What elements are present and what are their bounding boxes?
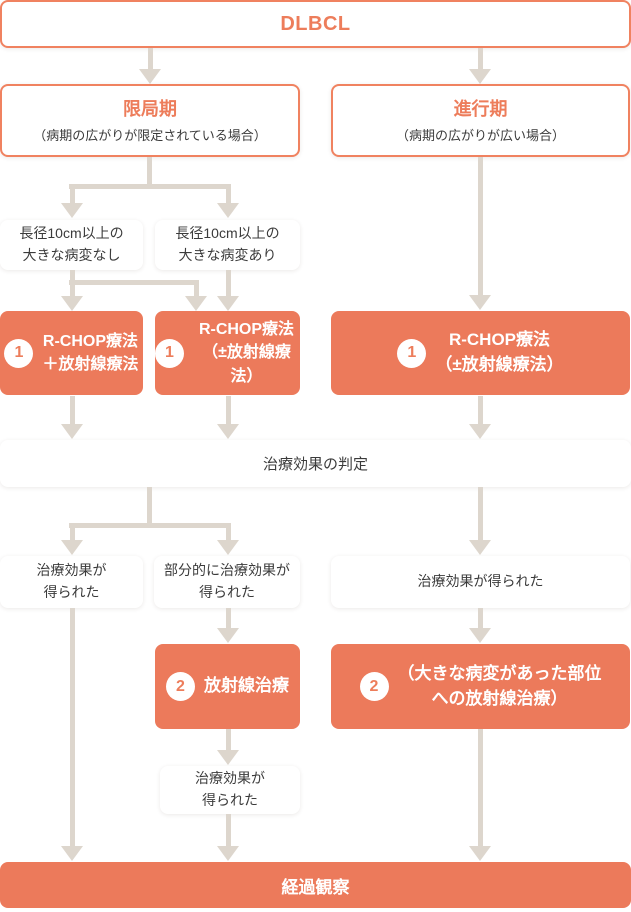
result-partial-line2: 得られた [199, 584, 255, 600]
step1-rchop-plus-rt-box: 1 R-CHOP療法 ＋放射線療法 [0, 311, 143, 395]
lesion-no-bulky-box: 長径10cm以上の 大きな病変なし [0, 220, 143, 270]
arrow-response-adv-to-rt [469, 608, 491, 643]
connector-eval-stem [147, 487, 152, 528]
arrow-no-bulky-to-rchop-rt [61, 270, 83, 311]
arrow-partial-to-rt [217, 608, 239, 643]
arrow-rt-bulky-to-followup [469, 729, 491, 861]
step1-advanced-rchop-box: 1 R-CHOP療法 （±放射線療法） [331, 311, 630, 395]
connector-localized-stem [147, 157, 152, 187]
stage-advanced-box: 進行期 （病期の広がりが広い場合） [331, 84, 630, 157]
step2-right-line2: への放射線治療） [431, 688, 568, 708]
arrow-response-to-followup [61, 608, 83, 861]
stage-localized-title: 限局期 [123, 98, 177, 119]
result-after-rt-line1: 治療効果が [195, 770, 265, 787]
connector-no-bulky-branch [69, 280, 199, 285]
lesion-no-bulky-line2: 大きな病変なし [22, 247, 121, 263]
result-response-advanced-box: 治療効果が得られた [331, 556, 630, 608]
step1-left-line1: R-CHOP療法 [42, 332, 139, 350]
arrow-rchop1-to-eval [61, 396, 83, 439]
step2-rt-bulky-site-box: 2 （大きな病変があった部位 への放射線治療） [331, 644, 630, 729]
evaluation-box: 治療効果の判定 [0, 440, 631, 487]
step2-badge: 2 [359, 672, 389, 701]
arrow-eval-to-response-adv [469, 487, 491, 555]
step1-mid-line2: （±放射線療法） [202, 344, 291, 385]
arrow-branch-to-rchop-pm [185, 283, 207, 311]
stage-advanced-title: 進行期 [453, 98, 508, 119]
followup-label: 経過観察 [281, 877, 350, 897]
lesion-bulky-line1: 長径10cm以上の [175, 225, 280, 242]
result-response-line2: 得られた [43, 584, 100, 600]
step1-left-line2: ＋放射線療法 [42, 356, 139, 373]
arrow-rchop3-to-eval [469, 396, 491, 439]
dlbcl-box: DLBCL [0, 0, 631, 48]
lesion-bulky-line2: 大きな病変あり [178, 247, 277, 263]
arrow-eval-to-partial [217, 523, 239, 555]
result-response-advanced-label: 治療効果が得られた [417, 573, 544, 590]
step1-mid-line1: R-CHOP療法 [198, 321, 295, 339]
arrow-bulky-to-rchop-pm [217, 270, 239, 311]
arrow-advanced-to-rchop [469, 157, 491, 310]
result-after-rt-line2: 得られた [202, 792, 258, 808]
arrow-dlbcl-to-localized [139, 48, 161, 84]
arrow-to-bulky [217, 184, 239, 218]
step1-right-line2: （±放射線療法） [435, 355, 564, 374]
arrow-eval-to-response [61, 523, 83, 555]
result-partial-line1: 部分的に治療効果が [164, 562, 290, 579]
step2-badge: 2 [166, 672, 195, 701]
lesion-no-bulky-line1: 長径10cm以上の [19, 225, 124, 242]
result-response-line1: 治療効果が [36, 562, 107, 579]
dlbcl-title: DLBCL [280, 12, 351, 35]
arrow-rchop2-to-eval [217, 396, 239, 439]
step1-right-line1: R-CHOP療法 [448, 330, 551, 350]
stage-localized-subtitle: （病期の広がりが限定されている場合） [33, 128, 267, 144]
arrow-to-no-bulky [61, 184, 83, 218]
followup-bar: 経過観察 [0, 862, 631, 908]
step1-badge: 1 [4, 338, 34, 368]
connector-eval-branch [69, 523, 231, 528]
result-after-rt-box: 治療効果が 得られた [160, 766, 300, 814]
stage-advanced-subtitle: （病期の広がりが広い場合） [395, 128, 565, 144]
step1-badge: 1 [155, 338, 184, 368]
connector-localized-branch [69, 184, 231, 189]
arrow-rt-result-to-followup [217, 814, 239, 861]
stage-localized-box: 限局期 （病期の広がりが限定されている場合） [0, 84, 300, 157]
step1-badge: 1 [397, 338, 427, 368]
arrow-rt-to-result [217, 729, 239, 765]
result-partial-box: 部分的に治療効果が 得られた [154, 556, 300, 608]
arrow-dlbcl-to-advanced [469, 48, 491, 84]
step1-rchop-pm-rt-box: 1 R-CHOP療法 （±放射線療法） [155, 311, 300, 395]
result-response-box: 治療効果が 得られた [0, 556, 143, 608]
lesion-bulky-box: 長径10cm以上の 大きな病変あり [155, 220, 300, 270]
step2-rt-label: 放射線治療 [204, 676, 289, 696]
step2-rt-box: 2 放射線治療 [155, 644, 300, 729]
step2-right-line1: （大きな病変があった部位 [397, 663, 602, 683]
evaluation-label: 治療効果の判定 [262, 456, 368, 473]
